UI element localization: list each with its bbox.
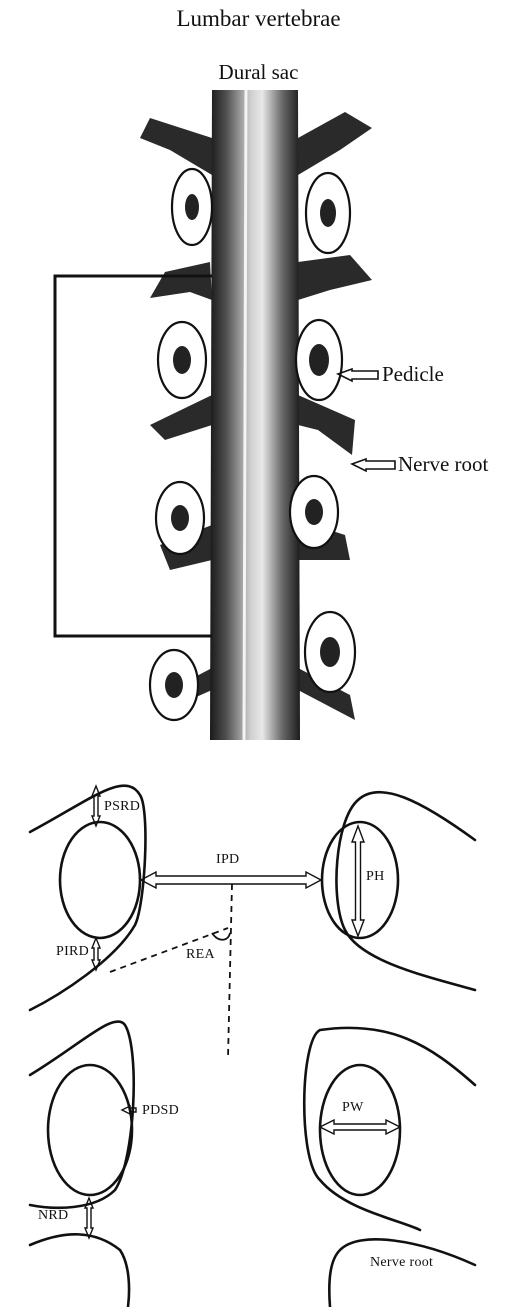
pedicle-arrow <box>338 369 378 381</box>
lower-right-root <box>329 1239 475 1307</box>
rea-label: REA <box>186 947 215 963</box>
upper-left-pedicle <box>60 822 140 938</box>
pw-arrow <box>320 1120 400 1134</box>
left-root-3 <box>150 395 212 440</box>
measurement-arrows <box>85 786 400 1238</box>
nerve-root-bottom-label: Nerve root <box>370 1255 433 1271</box>
figure-title: Lumbar vertebrae <box>0 6 517 32</box>
pedicle-label: Pedicle <box>382 362 444 387</box>
psrd-label: PSRD <box>104 799 140 815</box>
right-root-1 <box>298 112 372 175</box>
sac-highlight <box>244 90 246 740</box>
nrd-label: NRD <box>38 1208 68 1224</box>
ipd-label: IPD <box>216 852 239 868</box>
lower-left-root <box>30 1234 129 1307</box>
lower-right-lamina <box>304 1028 475 1230</box>
lower-left-pedicle <box>48 1065 132 1195</box>
left-root-2 <box>150 262 212 300</box>
rea-angle-arc <box>212 933 230 940</box>
ph-arrow <box>352 826 364 936</box>
upper-left-lamina <box>30 786 145 1010</box>
pedicle-measurement-schematic <box>0 740 517 1307</box>
pw-label: PW <box>342 1100 364 1116</box>
nerve-root-label: Nerve root <box>398 452 488 477</box>
ph-label: PH <box>366 869 385 885</box>
left-root-1 <box>140 118 212 175</box>
psrd-arrow <box>92 786 100 826</box>
dural-sac <box>210 90 300 740</box>
nerve-root-arrow <box>352 459 395 471</box>
midline-dashed <box>228 884 232 1058</box>
right-root-3 <box>298 395 355 455</box>
pdsd-label: PDSD <box>142 1103 179 1119</box>
right-root-2 <box>298 255 372 300</box>
ipd-arrow <box>141 872 321 888</box>
pird-label: PIRD <box>56 944 89 960</box>
dural-sac-label: Dural sac <box>0 60 517 85</box>
